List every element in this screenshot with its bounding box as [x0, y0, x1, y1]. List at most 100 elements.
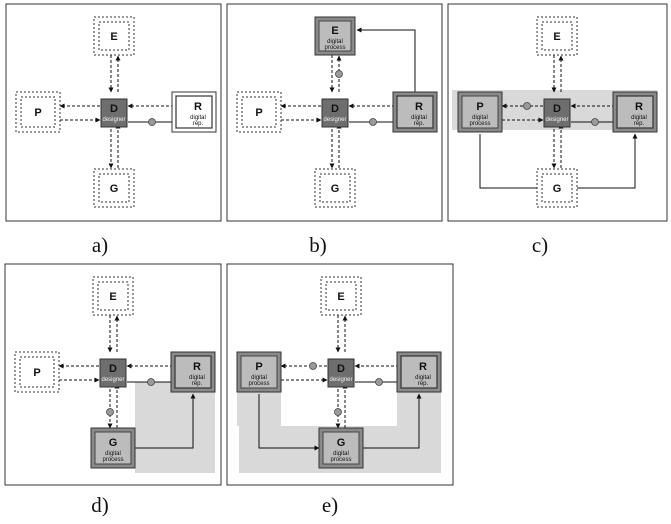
panel-e-edge-g-r — [363, 393, 422, 449]
panel-c-node-d-box — [543, 98, 571, 128]
panel-d-node-e: E — [92, 276, 134, 316]
panel-c-edge-g-r — [577, 133, 638, 189]
panel-a-node-p-inner — [20, 96, 56, 128]
panel-b-node-e-sub-1: digital — [327, 39, 343, 45]
panel-d-node-g-sub-1: digital — [105, 451, 121, 457]
panel-b-node-r-sub-2: rep. — [414, 121, 425, 127]
panel-a-connector-dr — [148, 118, 156, 126]
panel-b-node-p-label: P — [255, 107, 262, 119]
panel-c-node-d-label: D — [553, 103, 561, 115]
panel-b-node-g-inner — [319, 173, 351, 203]
panel-d-node-r-sub-2: rep. — [192, 381, 203, 387]
panel-e-node-g-sub-1: digital — [333, 451, 349, 457]
panel-d-node-r-sub-1: digital — [189, 375, 205, 381]
panel-b-node-p: P — [236, 91, 282, 133]
panel-b-connector-dr — [369, 118, 377, 126]
panel-b-node-p-inner — [241, 96, 277, 128]
panel-e-edge-p-g — [258, 394, 320, 451]
panel-e-node-r-sub-1: digital — [415, 375, 431, 381]
panel-c-node-g: G — [536, 168, 578, 208]
panel-e-node-p-inner — [240, 355, 278, 389]
panel-d-node-d-label: D — [109, 363, 117, 375]
panel-d-node-p-label: P — [33, 367, 40, 379]
panel-e-connector-dp — [309, 362, 317, 370]
panel-d-node-p: P — [14, 351, 60, 393]
panel-a-caption: a) — [92, 233, 108, 257]
panel-e-caption: e) — [322, 493, 338, 517]
panel-d-node-d-sub: designer — [101, 377, 124, 383]
panel-d-node-p-inner — [19, 356, 55, 388]
panel-e-node-p-sub-2: process — [248, 381, 269, 387]
panel-b-node-d-label: D — [331, 103, 339, 115]
panel-e-node-e: E — [320, 276, 362, 316]
panel-d-node-e-label: E — [109, 291, 116, 303]
panel-b-node-e-label: E — [331, 25, 338, 37]
panel-d-node-g-inner — [94, 431, 132, 465]
panel-a-node-p: P — [15, 91, 61, 133]
panel-e-node-e-inner — [325, 281, 357, 311]
panel-e-connector-dg — [334, 408, 342, 416]
panel-e-node-p-label: P — [255, 361, 262, 373]
panel-c-node-g-label: G — [553, 183, 562, 195]
panel-a-node-r-sub-2: rep. — [193, 121, 204, 127]
panel-c-node-r-sub-1: digital — [631, 115, 647, 121]
panel-b-node-e-inner — [318, 20, 352, 52]
panel-c-node-r-inner — [616, 95, 654, 129]
panel-b-node-g-label: G — [331, 183, 340, 195]
panel-d-node-r-inner — [174, 355, 212, 389]
panel-d-edge-g-r — [133, 393, 196, 449]
panel-b-node-r-inner — [396, 95, 434, 129]
panel-a-node-d-sub: designer — [102, 117, 125, 123]
panel-a-node-r-sub-1: digital — [190, 115, 206, 121]
panel-b-node-d-sub: designer — [323, 117, 346, 123]
panel-e-node-e-label: E — [337, 291, 344, 303]
panel-c-node-g-inner — [541, 173, 573, 203]
panel-a-node-g: G — [93, 168, 135, 208]
panel-c-node-e-inner — [541, 21, 573, 51]
panel-e-node-r-sub-2: rep. — [418, 381, 429, 387]
panel-b-caption: b) — [309, 233, 327, 257]
panel-c-node-p-sub-2: process — [469, 121, 490, 127]
panel-c-edge-p-g — [479, 134, 537, 189]
panel-a-node-r-label: R — [194, 101, 202, 113]
panel-c-node-r-label: R — [635, 101, 643, 113]
panel-a-node-e: E — [93, 16, 135, 56]
panel-c-connector-dp — [523, 102, 531, 110]
panel-a-node-p-label: P — [34, 107, 41, 119]
panel-d-node-r-label: R — [193, 361, 201, 373]
panel-e-node-d-label: D — [337, 363, 345, 375]
panel-b-edge-r-e — [356, 27, 416, 94]
panel-a-node-e-inner — [98, 21, 130, 51]
panel-d-node-g-sub-2: process — [102, 457, 123, 463]
panel-e-node-g-label: G — [337, 437, 346, 449]
panel-d-node-e-inner — [97, 281, 129, 311]
panel-d-caption: d) — [91, 493, 109, 517]
panel-d-connector-dr — [147, 378, 155, 386]
panel-d-connector-dg — [106, 408, 114, 416]
panel-e-node-g-inner — [322, 431, 360, 465]
panel-a-node-r-inner — [175, 95, 213, 129]
panel-e-node-d-box — [327, 358, 355, 388]
panel-e-node-d-sub: designer — [329, 377, 352, 383]
panel-c-node-d-sub: designer — [545, 117, 568, 123]
panel-c-node-e-label: E — [553, 31, 560, 43]
panel-a-node-d-label: D — [110, 103, 118, 115]
panel-b-node-r-sub-1: digital — [411, 115, 427, 121]
panel-d-node-d-box — [99, 358, 127, 388]
panel-b-node-e-sub-2: process — [324, 45, 345, 51]
